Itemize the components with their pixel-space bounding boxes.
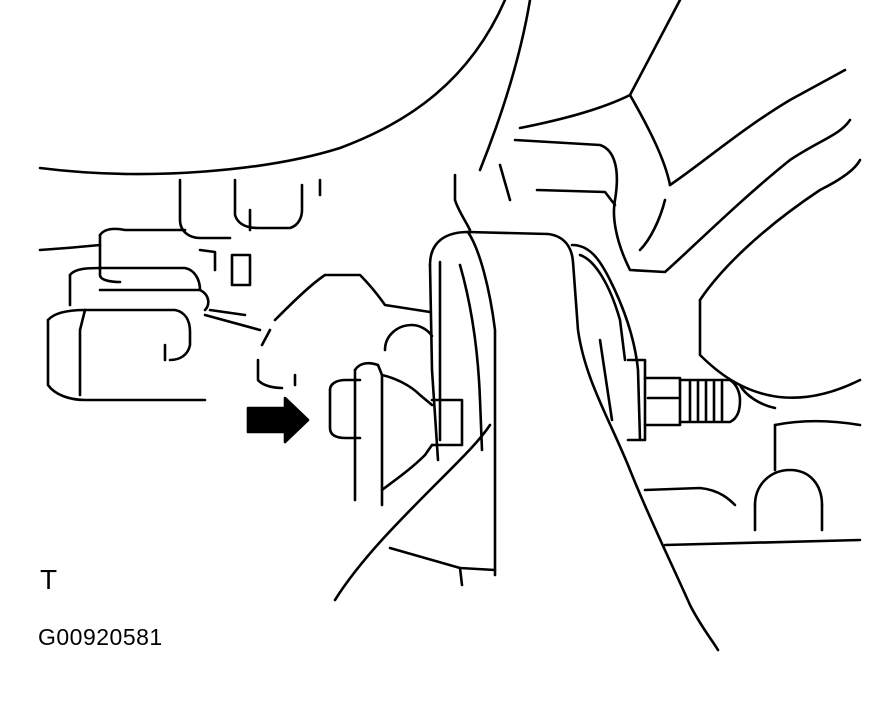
engine-mount <box>428 230 720 652</box>
lower-right-structure <box>643 419 862 547</box>
engine-block <box>38 0 682 187</box>
housing-outline <box>256 163 512 390</box>
through-bolt-head <box>328 361 464 507</box>
arrow-right-icon <box>246 396 310 444</box>
mounting-bracket <box>513 68 862 410</box>
bracket-arm <box>333 423 497 602</box>
orientation-marker: T <box>40 564 58 595</box>
figure-code: G00920581 <box>38 624 163 650</box>
mount-bolt <box>626 358 742 442</box>
round-boss <box>383 323 434 352</box>
left-components <box>38 178 322 402</box>
